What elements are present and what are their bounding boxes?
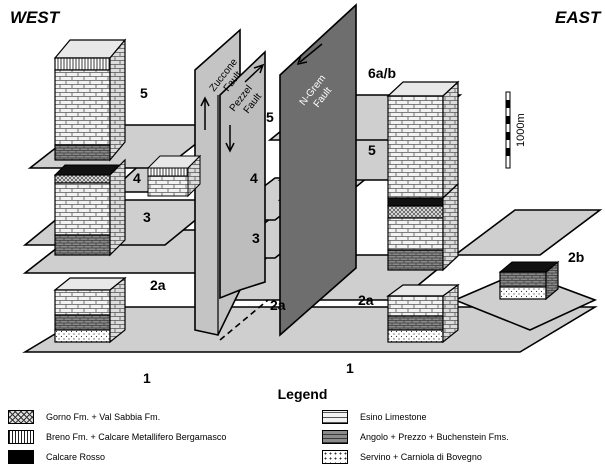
legend-label: Breno Fm. + Calcare Metallifero Bergamas… — [46, 432, 227, 442]
crosshatch-swatch — [8, 410, 34, 424]
block-east-2b — [498, 260, 560, 301]
legend-label: Gorno Fm. + Val Sabbia Fm. — [46, 412, 161, 422]
west-label: WEST — [10, 8, 60, 27]
block-west-bottom — [53, 276, 127, 344]
unit-label-2a-east: 2a — [358, 292, 374, 308]
plane-unit-2b — [452, 209, 603, 256]
plane-unit-2b-lower — [452, 271, 598, 331]
unit-label-5-east: 5 — [368, 142, 376, 158]
legend-label: Servino + Carniola di Bovegno — [360, 452, 482, 462]
legend-label: Esino Limestone — [360, 412, 427, 422]
unit-label-3-west: 3 — [143, 209, 151, 225]
ngrem-fault-plane — [279, 3, 357, 337]
unit-label-4-west: 4 — [133, 170, 141, 186]
unit-label-1-west: 1 — [143, 370, 151, 386]
block-east-top — [386, 80, 460, 200]
unit-label-4-east: 4 — [250, 170, 258, 186]
legend-label: Calcare Rosso — [46, 452, 106, 462]
legend-title: Legend — [277, 386, 328, 402]
unit-label-5-fault: 5 — [266, 109, 274, 125]
unit-label-2a-west: 2a — [150, 277, 166, 293]
scale-label: 1000m — [515, 113, 527, 147]
legend-item-gorno: Gorno Fm. + Val Sabbia Fm. — [8, 410, 160, 424]
legend-item-servino: Servino + Carniola di Bovegno — [322, 450, 482, 464]
legend-item-breno: Breno Fm. + Calcare Metallifero Bergamas… — [8, 430, 226, 444]
dots-swatch — [322, 450, 348, 464]
block-east-middle — [387, 182, 459, 272]
east-label: EAST — [555, 8, 601, 27]
block-east-bottom — [386, 283, 460, 344]
fault-motion-arrows — [200, 43, 323, 153]
unit-label-3-fault: 3 — [367, 219, 375, 235]
brick-light-swatch — [322, 410, 348, 424]
block-west-small-4 — [146, 154, 202, 198]
unit-label-2a-center: 2a — [270, 297, 286, 313]
scale-bar: 1000m — [505, 91, 527, 169]
legend-label: Angolo + Prezzo + Buchenstein Fms. — [360, 432, 509, 442]
brick-dark-swatch — [322, 430, 348, 444]
unit-label-3-east: 3 — [252, 230, 260, 246]
fault-trace-dashed — [219, 299, 269, 341]
block-west-top — [53, 38, 127, 162]
unit-label-5-west: 5 — [140, 85, 148, 101]
unit-label-2b: 2b — [568, 249, 584, 265]
solid-black-swatch — [8, 450, 34, 464]
pezzel-fault-plane — [219, 50, 266, 300]
vertical-lines-swatch — [8, 430, 34, 444]
legend-item-esino: Esino Limestone — [322, 410, 427, 424]
unit-label-6ab: 6a/b — [368, 65, 396, 81]
block-west-middle — [53, 158, 126, 257]
unit-label-1-east: 1 — [346, 360, 354, 376]
legend-item-calcare-rosso: Calcare Rosso — [8, 450, 105, 464]
legend-item-angolo: Angolo + Prezzo + Buchenstein Fms. — [322, 430, 509, 444]
